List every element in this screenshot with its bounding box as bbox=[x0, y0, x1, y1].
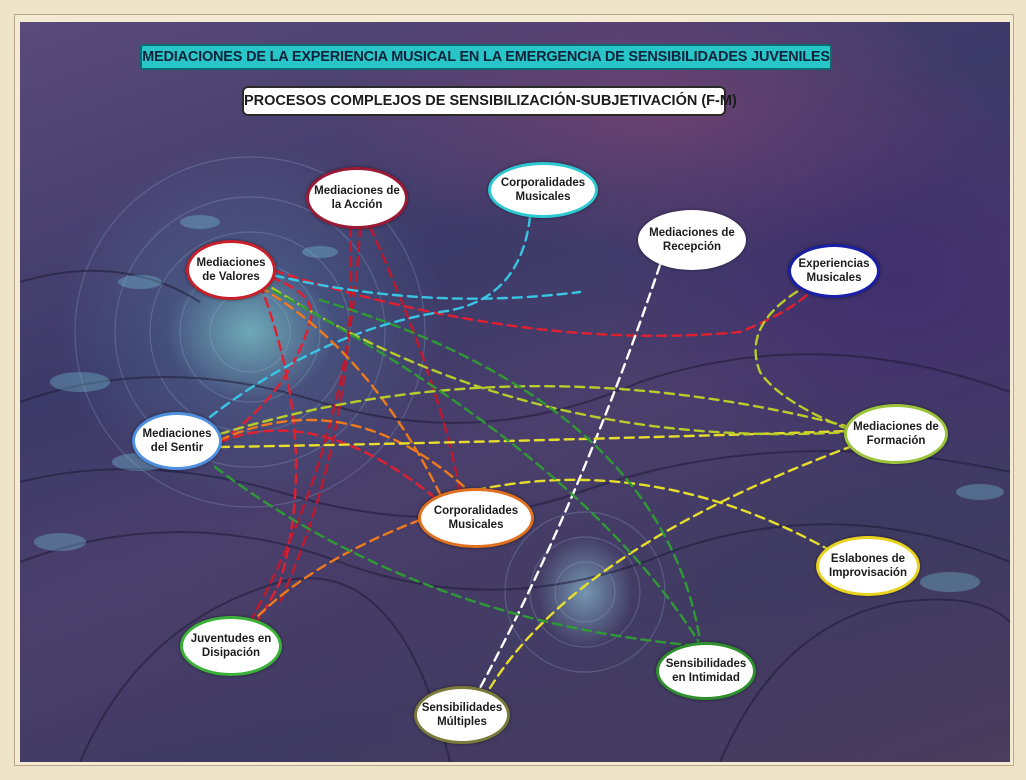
connection-line-crimson bbox=[248, 225, 362, 624]
node-experiencias-musicales: Experiencias Musicales bbox=[788, 244, 880, 298]
node-label: Mediaciones de Valores bbox=[196, 257, 266, 283]
connection-line-yellow bbox=[474, 478, 842, 558]
connection-line-red bbox=[258, 264, 812, 337]
connection-line-yellow bbox=[488, 434, 882, 690]
connection-line-green bbox=[213, 465, 702, 648]
connection-line-crimson bbox=[278, 225, 353, 604]
node-corporalidades-top: Corporalidades Musicales bbox=[488, 162, 598, 218]
node-mediaciones-recepcion: Mediaciones de Recepción bbox=[638, 210, 746, 270]
connection-line-red bbox=[218, 272, 313, 444]
node-label: Mediaciones de Recepción bbox=[649, 227, 735, 253]
connection-line-orange bbox=[218, 418, 472, 494]
node-corporalidades-center: Corporalidades Musicales bbox=[418, 488, 534, 548]
node-eslabones-improvisacion: Eslabones de Improvisación bbox=[816, 536, 920, 596]
node-label: Juventudes en Disipación bbox=[190, 633, 272, 659]
node-juventudes-disipacion: Juventudes en Disipación bbox=[180, 616, 282, 676]
diagram-canvas: MEDIACIONES DE LA EXPERIENCIA MUSICAL EN… bbox=[20, 22, 1010, 762]
connection-line-cyan bbox=[258, 270, 582, 300]
node-sensibilidades-multiples: Sensibilidades Múltiples bbox=[414, 686, 510, 744]
diagram-subtitle: PROCESOS COMPLEJOS DE SENSIBILIZACIÓN-SU… bbox=[242, 86, 737, 116]
connection-line-crimson bbox=[368, 225, 462, 494]
node-mediaciones-valores: Mediaciones de Valores bbox=[186, 240, 276, 300]
connection-line-yellow_green bbox=[258, 278, 852, 436]
connection-line-cyan bbox=[208, 215, 532, 419]
connection-lines bbox=[208, 215, 882, 690]
node-label: Mediaciones del Sentir bbox=[142, 428, 212, 454]
connection-line-red bbox=[218, 429, 442, 504]
diagram-title: MEDIACIONES DE LA EXPERIENCIA MUSICAL EN… bbox=[140, 44, 832, 70]
node-label: Sensibilidades en Intimidad bbox=[665, 658, 747, 684]
connection-line-green bbox=[318, 298, 702, 642]
node-label: Mediaciones de Formación bbox=[853, 421, 939, 447]
node-label: Mediaciones de la Acción bbox=[314, 185, 400, 211]
node-label: Corporalidades Musicales bbox=[433, 505, 519, 531]
connection-line-green bbox=[258, 282, 702, 646]
node-mediaciones-formacion: Mediaciones de Formación bbox=[844, 404, 948, 464]
node-label: Experiencias Musicales bbox=[798, 258, 870, 284]
connection-line-yellow_green bbox=[754, 282, 852, 432]
connection-line-yellow_green bbox=[218, 385, 852, 436]
connection-line-orange bbox=[250, 518, 422, 624]
node-mediaciones-accion: Mediaciones de la Acción bbox=[306, 167, 408, 229]
node-label: Corporalidades Musicales bbox=[500, 177, 586, 203]
connection-line-white bbox=[478, 263, 662, 690]
node-label: Eslabones de Improvisación bbox=[829, 553, 907, 579]
node-sensibilidades-intimidad: Sensibilidades en Intimidad bbox=[656, 642, 756, 700]
connection-line-yellow bbox=[218, 428, 882, 449]
node-label: Sensibilidades Múltiples bbox=[421, 702, 503, 728]
connection-line-orange bbox=[258, 285, 442, 496]
node-mediaciones-sentir: Mediaciones del Sentir bbox=[132, 412, 222, 470]
